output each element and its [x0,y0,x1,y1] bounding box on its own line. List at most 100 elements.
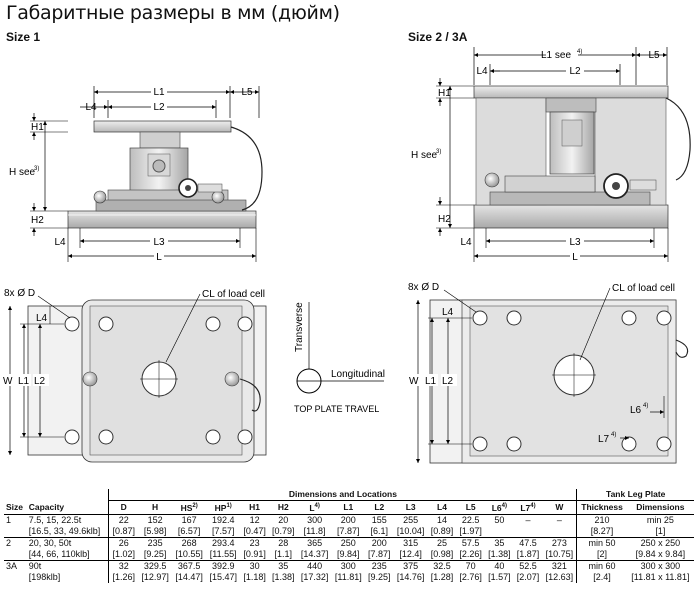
size23-label: Size 2 / 3A [408,30,468,44]
value-cell: [1.87] [516,548,540,559]
value-cell: [2] [576,548,627,561]
size23-L7-sup: 4) [611,432,616,438]
size23-L2-label: L2 [569,66,581,77]
col-header: H1 [240,500,269,515]
value-cell: 300 [307,514,323,525]
col-header: L74) [513,500,543,515]
size23-L1-label: L1 see [541,50,571,61]
value-cell: [2.4] [576,571,627,583]
size23-H-sup: 3) [436,149,441,155]
value-cell: 20 [278,514,289,525]
size1-L-label: L [156,252,162,263]
value-cell: [1.18] [243,571,266,582]
value-cell: 25 [427,536,457,549]
size1-L4b-label: L4 [54,237,66,248]
value-cell [514,526,543,538]
transverse-label: Transverse [294,302,305,352]
size-cell: 2 [4,536,27,549]
size1-L1v-label: L1 [18,376,30,387]
value-cell: 235 [364,559,394,572]
value-cell: 47.5 [513,536,543,549]
value-cell: [11.8] [303,525,326,536]
col-header: L64) [485,500,514,515]
capacity-cell: 7.5, 15, 22.5t [26,514,110,526]
value-cell: 440 [297,559,332,572]
value-cell: 12 [249,514,260,525]
size23-L3-label: L3 [569,237,581,248]
size23-L4b-label: L4 [460,237,472,248]
value-cell: [15.47] [209,571,237,582]
size23-L6-sup: 4) [643,403,648,409]
value-cell: 167 [181,514,197,525]
size23-L1-sup: 4) [577,49,582,55]
value-cell: 365 [297,536,332,549]
size1-L1-label: L1 [153,87,165,98]
size23-L2v-label: L2 [442,376,454,387]
size1-L3-label: L3 [153,237,165,248]
size23-L7-label: L7 [598,434,610,445]
size-cell [4,526,27,538]
col-header: L2 [364,500,394,515]
longitudinal-label: Longitudinal [331,369,385,380]
size-cell: 3A [4,559,27,572]
size1-W-label: W [3,376,13,387]
size23-H1-label: H1 [438,88,451,99]
value-cell: 152 [147,514,163,525]
value-cell: [12.97] [141,571,169,582]
top-plate-travel-label: TOP PLATE TRAVEL [294,404,379,414]
value-cell: [0.47] [243,525,266,536]
col-header: L5 [456,500,485,515]
value-cell: [7.57] [211,525,235,536]
size1-H1-label: H1 [31,122,44,133]
value-cell: [2.26] [459,548,482,559]
value-cell: [0.98] [430,548,454,559]
value-cell: 52.5 [513,559,543,572]
capacity-cell: [44, 66, 110klb] [26,548,110,561]
size23-CL-label: CL of load cell [612,283,675,294]
col-header: W [542,500,577,515]
value-cell: [1.97] [459,525,482,536]
value-cell: 392.9 [206,559,241,572]
col-header: L3 [393,500,428,515]
size-cell [4,549,27,561]
capacity-cell: [16.5, 33, 49.6klb] [26,525,110,538]
col-header: Size [4,500,27,515]
value-cell: [1.38] [271,571,295,582]
value-cell: [12.4] [399,548,422,559]
value-cell: [8.27] [576,525,627,538]
value-cell: [14.76] [396,571,425,582]
value-cell: [10.75] [545,548,574,559]
value-cell: – [556,514,562,525]
size1-H-sup: 3) [34,166,39,172]
value-cell: [2.07] [516,571,540,582]
table-row: [16.5, 33, 49.6klb][0.87][5.98][6.57][7.… [4,525,694,538]
value-cell: 32.5 [427,559,457,572]
value-cell: 273 [542,536,577,549]
col-header: H [138,500,173,515]
value-cell: 26 [108,536,139,549]
col-header: Thickness [576,500,627,515]
value-cell: 192.4 [211,514,235,525]
value-cell: [9.84] [337,548,360,559]
value-cell: 28 [268,536,298,549]
value-cell: [10.04] [396,525,425,536]
value-cell: 14 [437,514,448,525]
value-cell: 50 [494,514,505,525]
value-cell: 70 [456,559,485,572]
value-cell: [1.26] [108,571,139,583]
value-cell: 22.5 [461,514,480,525]
value-cell: 30 [240,559,269,572]
value-cell: 321 [542,559,577,572]
value-cell: min 60 [576,559,627,572]
value-cell: [1] [655,525,666,536]
size23-top-view: W L1 L2 L4 8x Ø D CL of load cell L6 4) … [408,282,689,464]
value-cell: 329.5 [138,559,173,572]
value-cell: [0.89] [430,525,454,536]
value-cell: 35 [268,559,298,572]
value-cell: [5.98] [143,525,167,536]
value-cell: [14.37] [300,548,329,559]
value-cell: [11.81] [334,571,362,582]
value-cell: [6.1] [370,525,389,536]
